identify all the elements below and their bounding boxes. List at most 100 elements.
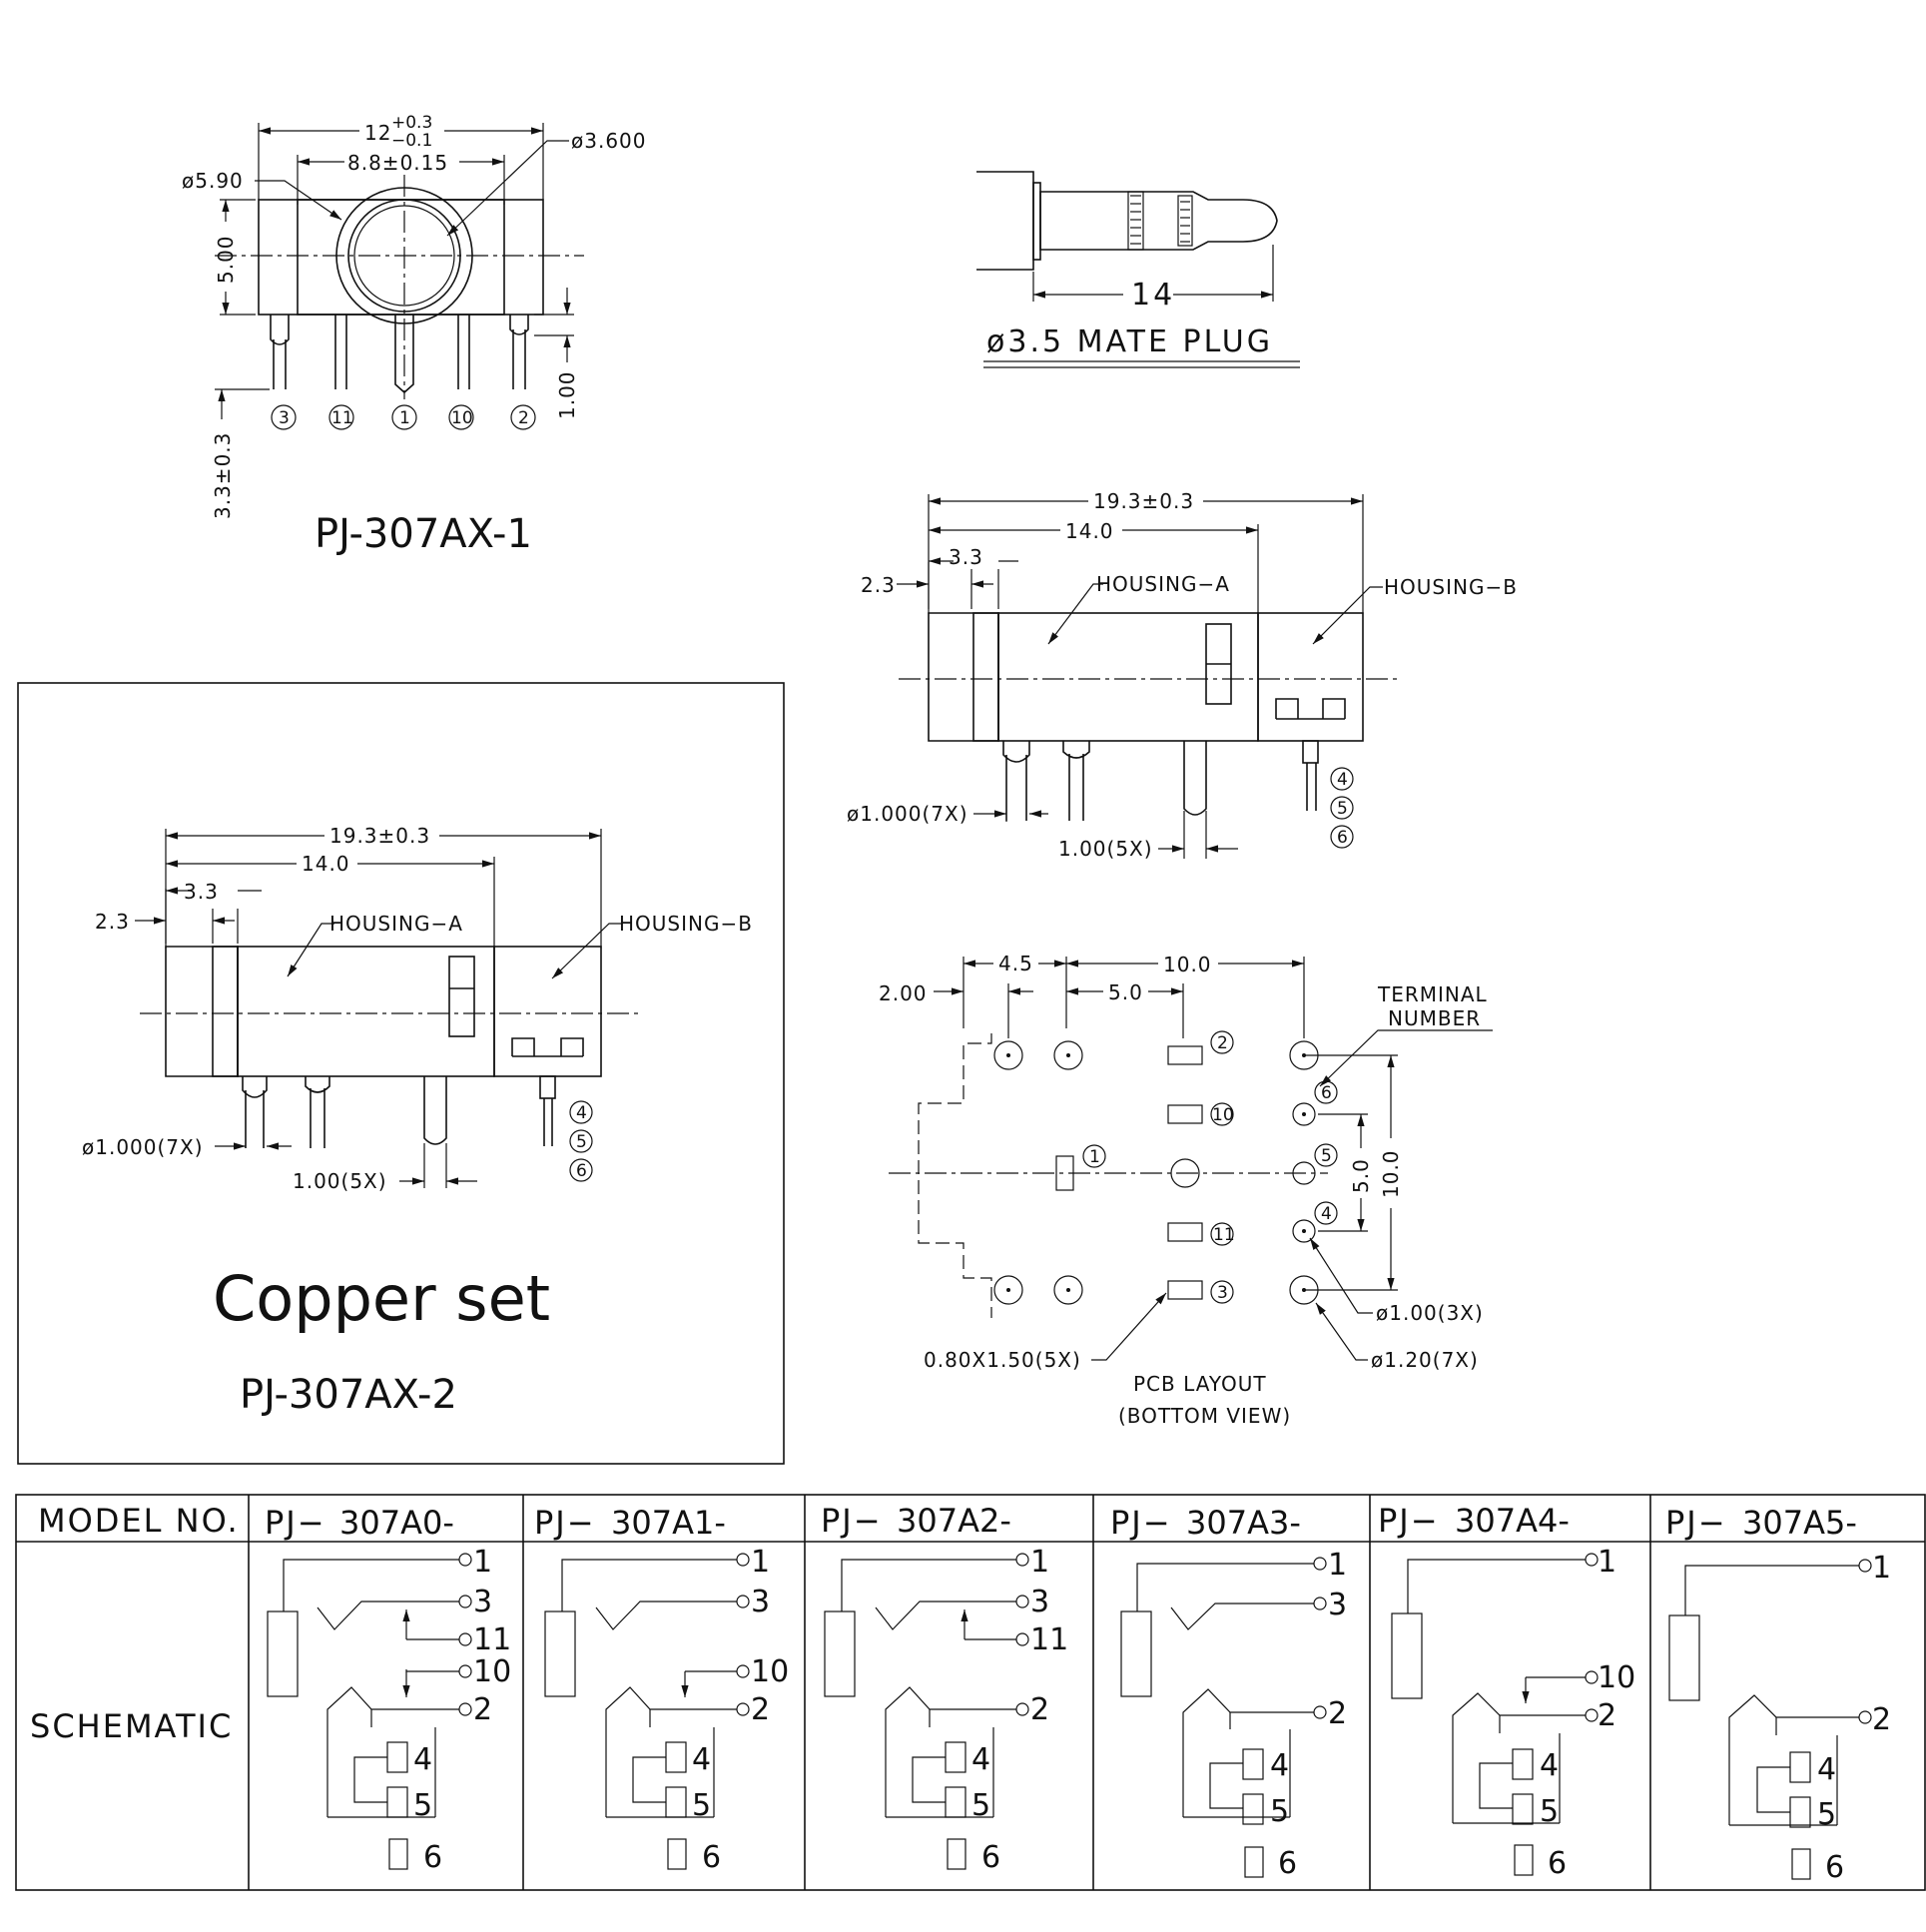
- front-view: 12 +0.3 −0.1 8.8±0.15 ø5.90 ø3.600 5.00: [182, 113, 647, 557]
- dia-outer: ø5.90: [182, 169, 244, 193]
- term-label: 1: [1328, 1548, 1347, 1583]
- term-label: 1: [1872, 1551, 1891, 1586]
- model-number: 307A4-: [1455, 1502, 1570, 1540]
- term-label: 4: [1270, 1748, 1289, 1783]
- term-label: 11: [473, 1622, 511, 1657]
- copper-step: 3.3: [184, 880, 219, 904]
- copper-set-title: Copper set: [213, 1262, 550, 1335]
- term-label: 5: [413, 1788, 432, 1823]
- pin-number: 6: [576, 1161, 587, 1181]
- term-label: 5: [971, 1788, 990, 1823]
- pad-label: 5: [1321, 1146, 1332, 1166]
- model-table: MODEL NO. SCHEMATIC PJ−307A0- PJ−307A1- …: [15, 1494, 1926, 1891]
- pin-number: 1: [399, 408, 410, 428]
- model-header-4: PJ− 307A4-: [1378, 1502, 1570, 1540]
- plug-length: 14: [1131, 278, 1175, 313]
- hole-small: ø1.00(3X): [1376, 1301, 1484, 1325]
- schematic-307A4: 1 10 2 4 5 6: [1391, 1545, 1635, 1881]
- copper-pin-pitch: 1.00(5X): [293, 1169, 387, 1193]
- term-label: 5: [1817, 1797, 1836, 1832]
- model-prefix: PJ−: [1665, 1504, 1727, 1542]
- pad-label: 1: [1089, 1147, 1100, 1167]
- pin-number: 2: [518, 408, 529, 428]
- model-header-5: PJ−307A5-: [1665, 1504, 1857, 1542]
- term-label: 10: [751, 1654, 789, 1689]
- copper-housing-a-len: 14.0: [302, 852, 350, 876]
- pin-number: 10: [451, 408, 473, 428]
- term-label: 4: [971, 1742, 990, 1777]
- slot-size: 0.80X1.50(5X): [924, 1348, 1081, 1372]
- schematic-307A0: 1 3 11 10 2 4 5 6: [267, 1545, 511, 1875]
- term-label: 6: [1548, 1846, 1567, 1881]
- hole-large: ø1.20(7X): [1371, 1348, 1479, 1372]
- pad-label: 2: [1217, 1033, 1228, 1053]
- term-label: 6: [981, 1840, 1000, 1875]
- term-label: 1: [473, 1545, 492, 1580]
- term-label: 11: [1030, 1622, 1068, 1657]
- pcb-caption-1: PCB LAYOUT: [1133, 1372, 1267, 1396]
- dim-height: 5.00: [214, 235, 238, 284]
- pad-label: 6: [1321, 1083, 1332, 1103]
- pcb-vdim-10: 10.0: [1379, 1149, 1403, 1198]
- terminal-number-line2: NUMBER: [1388, 1006, 1481, 1030]
- model-header-3: PJ−307A3-: [1110, 1504, 1301, 1542]
- term-label: 5: [1270, 1794, 1289, 1829]
- term-label: 2: [751, 1692, 770, 1727]
- term-label: 10: [1598, 1660, 1635, 1695]
- side-pin-pitch: 1.00(5X): [1058, 837, 1153, 861]
- side-housing-a-len: 14.0: [1065, 519, 1114, 543]
- term-label: 4: [413, 1742, 432, 1777]
- pad-label: 11: [1213, 1225, 1235, 1245]
- schematic-307A3: 1 3 2 4 5 6: [1120, 1548, 1347, 1881]
- pin-number: 5: [576, 1132, 587, 1152]
- term-label: 4: [1540, 1748, 1559, 1783]
- dim-width: 12: [364, 121, 391, 145]
- model-header-1: PJ− 307A1-: [534, 1504, 726, 1542]
- model-number: 307A3-: [1186, 1504, 1301, 1542]
- dim-width-tol-plus: +0.3: [391, 113, 432, 133]
- pcb-caption-2: (BOTTOM VIEW): [1118, 1404, 1291, 1428]
- term-label: 4: [1817, 1752, 1836, 1787]
- pcb-dim-4-5: 4.5: [998, 952, 1033, 975]
- pcb-dim-10: 10.0: [1163, 953, 1212, 976]
- copper-set-panel: 19.3±0.3 14.0 3.3 2.3 HOUSING−A HOUSING−…: [17, 682, 785, 1465]
- term-label: 2: [1328, 1696, 1347, 1731]
- pcb-layout: 4.5 10.0 2.00 5.0 2 10 1 11: [879, 952, 1493, 1428]
- pcb-dim-2: 2.00: [879, 981, 928, 1005]
- pcb-dim-5: 5.0: [1108, 980, 1143, 1004]
- term-label: 6: [1278, 1846, 1297, 1881]
- front-view-title: PJ-307AX-1: [315, 511, 532, 557]
- pin-number: 11: [331, 408, 353, 428]
- header-model-label: MODEL NO.: [38, 1502, 240, 1540]
- copper-pin-dia: ø1.000(7X): [82, 1135, 204, 1159]
- term-label: 2: [1030, 1692, 1049, 1727]
- term-label: 2: [1872, 1702, 1891, 1737]
- term-label: 5: [692, 1788, 711, 1823]
- model-number: 307A1-: [611, 1504, 726, 1542]
- side-pin-dia: ø1.000(7X): [847, 802, 968, 826]
- schematic-307A2: 1 3 11 2 4 5 6: [824, 1545, 1068, 1875]
- side-step: 3.3: [949, 545, 983, 569]
- copper-overall: 19.3±0.3: [329, 824, 430, 848]
- model-prefix: PJ−: [534, 1504, 596, 1542]
- term-label: 2: [473, 1692, 492, 1727]
- term-label: 2: [1598, 1698, 1616, 1733]
- term-label: 3: [1030, 1585, 1049, 1619]
- term-label: 1: [751, 1545, 770, 1580]
- copper-housing-a: HOUSING−A: [329, 912, 463, 936]
- model-number: 307A2-: [897, 1502, 1011, 1540]
- term-label: 6: [702, 1840, 721, 1875]
- model-prefix: PJ−: [1378, 1502, 1440, 1540]
- terminal-number-line1: TERMINAL: [1377, 982, 1488, 1006]
- copper-set-model: PJ-307AX-2: [240, 1372, 457, 1418]
- pad-label: 4: [1321, 1204, 1332, 1224]
- pin-number: 4: [576, 1103, 587, 1123]
- dia-inner: ø3.600: [571, 129, 647, 153]
- front-pins: [270, 315, 529, 394]
- side-overall: 19.3±0.3: [1093, 489, 1194, 513]
- term-label: 10: [473, 1654, 511, 1689]
- term-label: 3: [1328, 1588, 1347, 1622]
- pin-number: 3: [279, 408, 290, 428]
- pcb-vdim-5: 5.0: [1349, 1158, 1373, 1193]
